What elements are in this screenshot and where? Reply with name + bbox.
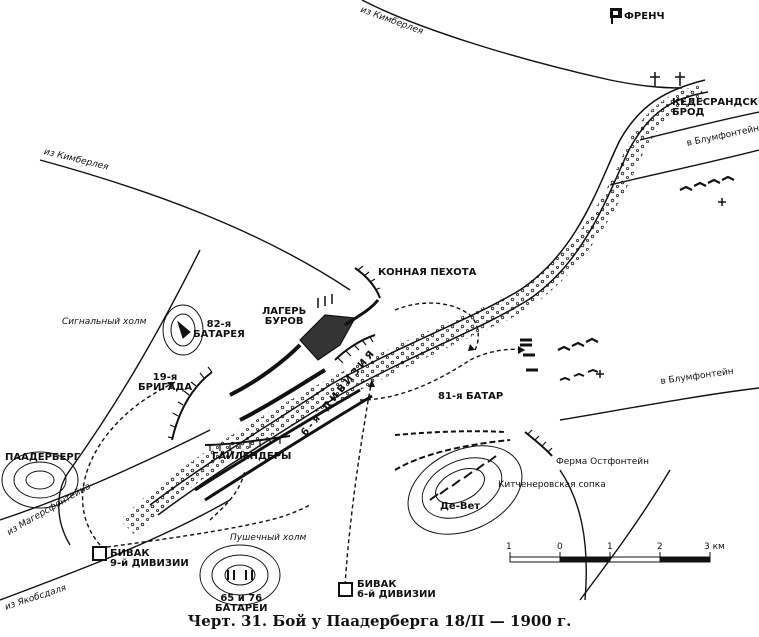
british-lines: [167, 265, 553, 457]
river-gravel-band: [120, 85, 705, 535]
label-bivouac-6: БИВАК 6-й ДИВИЗИИ: [357, 579, 436, 600]
map-caption: Черт. 31. Бой у Паадерберга 18/II — 1900…: [187, 612, 572, 630]
road-jacobsdal: [0, 499, 231, 601]
bivouac-markers: [92, 546, 353, 597]
hills: [1, 304, 281, 606]
road-from-kimberley-north: [361, 0, 683, 89]
scale-tick-label: 1: [607, 542, 613, 552]
arrowheads: [167, 344, 525, 388]
line-highlanders: [204, 435, 291, 446]
scale-tick-label: 2: [657, 542, 663, 552]
ridge-east: [559, 469, 587, 601]
label-gun-hill: Пушечный холм: [230, 533, 307, 543]
road-to-bloemfontein-north: [639, 111, 759, 141]
label-boer-camp: ЛАГЕРЬ БУРОВ: [262, 306, 307, 327]
line-19-brigade: [171, 371, 213, 441]
label-paardeberg: ПААДЕРБЕРГ: [5, 452, 81, 463]
scale-bar: [509, 552, 711, 563]
boer-trench-south: [239, 368, 327, 422]
boer-positions: [229, 299, 380, 422]
label-de-wet: Де-Вет: [440, 501, 481, 512]
label-battery-82: 82-я БАТАРЕЯ: [193, 319, 245, 340]
label-kitchener-kopje: Китченеровская сопка: [498, 480, 606, 490]
boer-camp-hatch: [299, 314, 356, 361]
road-southeast: [579, 469, 671, 601]
road-from-kimberley-west: [39, 159, 351, 291]
scale-tick-label: 1: [506, 542, 512, 552]
label-battery-81: 81-я БАТАР: [438, 391, 504, 402]
river: [120, 79, 709, 535]
boer-trench-north: [229, 343, 302, 397]
label-kedesrand-ford: КЕДЕСРАНДСКИЙ БРОД: [672, 97, 759, 118]
label-french: ФРЕНЧ: [624, 11, 665, 22]
road-magersfontein: [0, 429, 211, 521]
gun-hill: [199, 544, 281, 606]
unit-marks: [317, 72, 735, 381]
movements: [81, 302, 526, 586]
label-farm-ostfontein: Ферма Остфонтейн: [556, 457, 650, 467]
line-mounted-infantry: [354, 267, 381, 299]
bivouac-9-icon: [92, 546, 107, 561]
scale-tick-label: 3 км: [704, 542, 725, 552]
label-battery-65-76: 65 и 76 БАТАРЕИ: [215, 593, 268, 614]
boer-trench-east: [344, 299, 380, 327]
de-wet-line: [394, 439, 511, 471]
label-signal-hill: Сигнальный холм: [62, 317, 147, 327]
label-bivouac-9: БИВАК 9-й ДИВИЗИИ: [110, 548, 189, 569]
road-to-bloemfontein-south: [559, 387, 759, 421]
scale-tick-label: 0: [557, 542, 563, 552]
signal-hill: [162, 304, 204, 356]
bivouac-6-icon: [338, 582, 353, 597]
label-mounted-infantry: КОННАЯ ПЕХОТА: [378, 267, 477, 278]
kitchener-kopje: [394, 430, 523, 535]
label-brigade-19: 19-я БРИГАДА: [138, 372, 193, 393]
paardeberg-hill: [1, 451, 79, 509]
ridge-west: [58, 249, 201, 546]
line-ostfontein: [524, 431, 553, 457]
line-6-division: [334, 334, 376, 361]
french-flag-icon: [610, 8, 622, 24]
roads: [0, 0, 759, 601]
label-highlanders: ГАЙЛЕНДЕРЫ: [212, 451, 292, 462]
